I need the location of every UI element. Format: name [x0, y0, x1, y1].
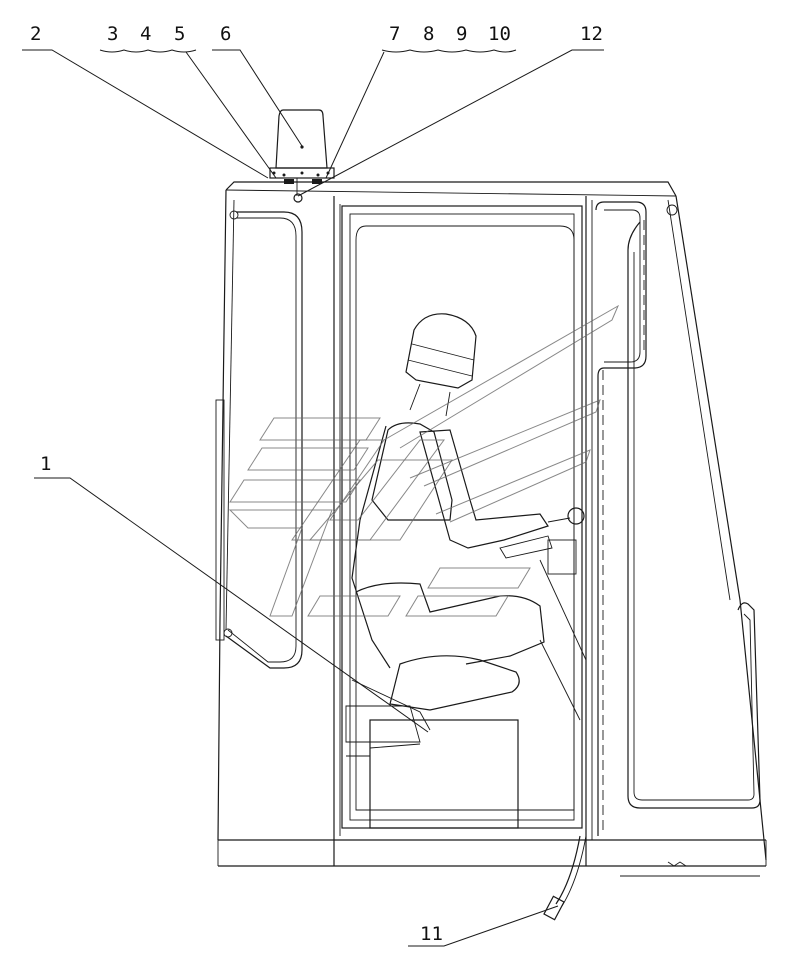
- callout-10: 10: [488, 23, 511, 45]
- leader-lines: [22, 49, 604, 947]
- watermark-logo: [228, 304, 620, 617]
- leader-11: [408, 905, 559, 947]
- callout-12: 12: [580, 23, 603, 45]
- leader-6: [212, 49, 303, 147]
- callout-7: 7: [389, 23, 400, 45]
- leader-7: [325, 51, 385, 179]
- leader-5: [185, 51, 277, 179]
- callout-4: 4: [140, 23, 151, 45]
- callout-6: 6: [220, 23, 231, 45]
- leader-12: [297, 49, 604, 197]
- callout-8: 8: [423, 23, 434, 45]
- door-frame: [333, 196, 593, 866]
- leader-2: [22, 49, 269, 179]
- front-grab-handle: [215, 210, 303, 669]
- leader-1: [34, 477, 429, 733]
- callout-1: 1: [40, 453, 51, 475]
- operator-figure: [345, 313, 587, 829]
- callout-9: 9: [456, 23, 467, 45]
- callout-labels: 2 3 4 5 6 7 8 9 10 12 1 11: [30, 23, 603, 945]
- leader-3-4-5-bracket: [99, 49, 197, 53]
- leader-7-10-bracket: [381, 49, 517, 53]
- cab-outline: [217, 181, 767, 877]
- callout-3: 3: [107, 23, 118, 45]
- callout-11: 11: [420, 923, 443, 945]
- rear-handle-loop: [543, 201, 761, 921]
- callout-5: 5: [174, 23, 185, 45]
- callout-2: 2: [30, 23, 41, 45]
- beacon-lamp: [269, 109, 335, 203]
